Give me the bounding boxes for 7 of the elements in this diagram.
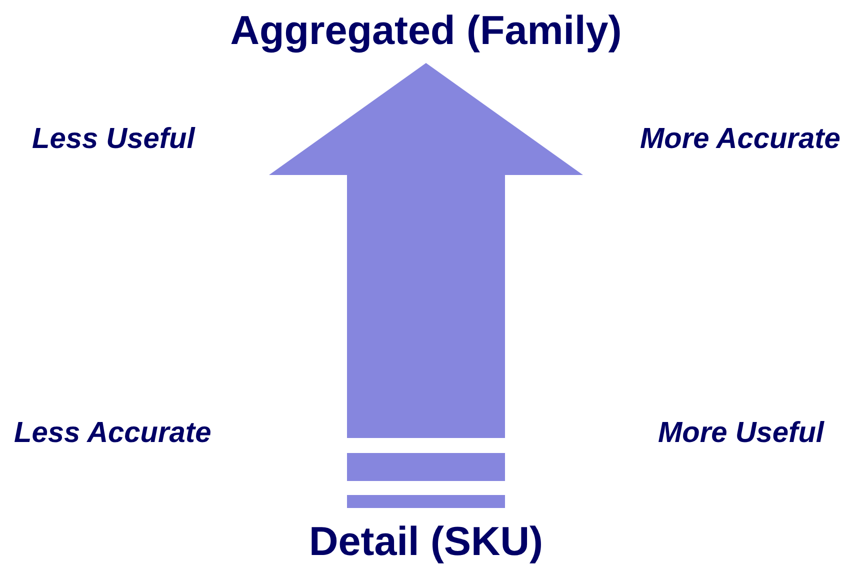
side-note: Less Accurate — [14, 416, 212, 450]
level-label: Aggregated (Family) — [230, 6, 622, 54]
side-note: More Useful — [658, 416, 824, 450]
level-label: Detail (SKU) — [308, 517, 544, 565]
side-note: Less Useful — [32, 122, 195, 156]
block-arrow — [269, 63, 583, 508]
side-note: More Accurate — [640, 122, 840, 156]
